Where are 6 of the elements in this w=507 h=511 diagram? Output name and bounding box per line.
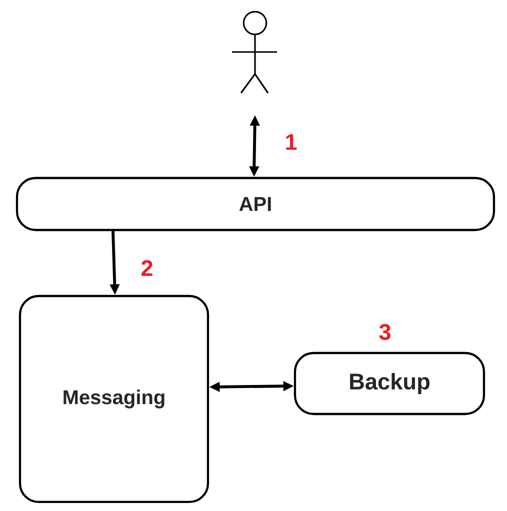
step-number: 1: [286, 134, 297, 150]
process-box: Messaging: [18, 294, 210, 504]
step-number: 2: [142, 260, 152, 276]
process-box: API: [16, 176, 496, 232]
process-box: Backup: [294, 352, 486, 416]
person-figure: [232, 10, 277, 94]
